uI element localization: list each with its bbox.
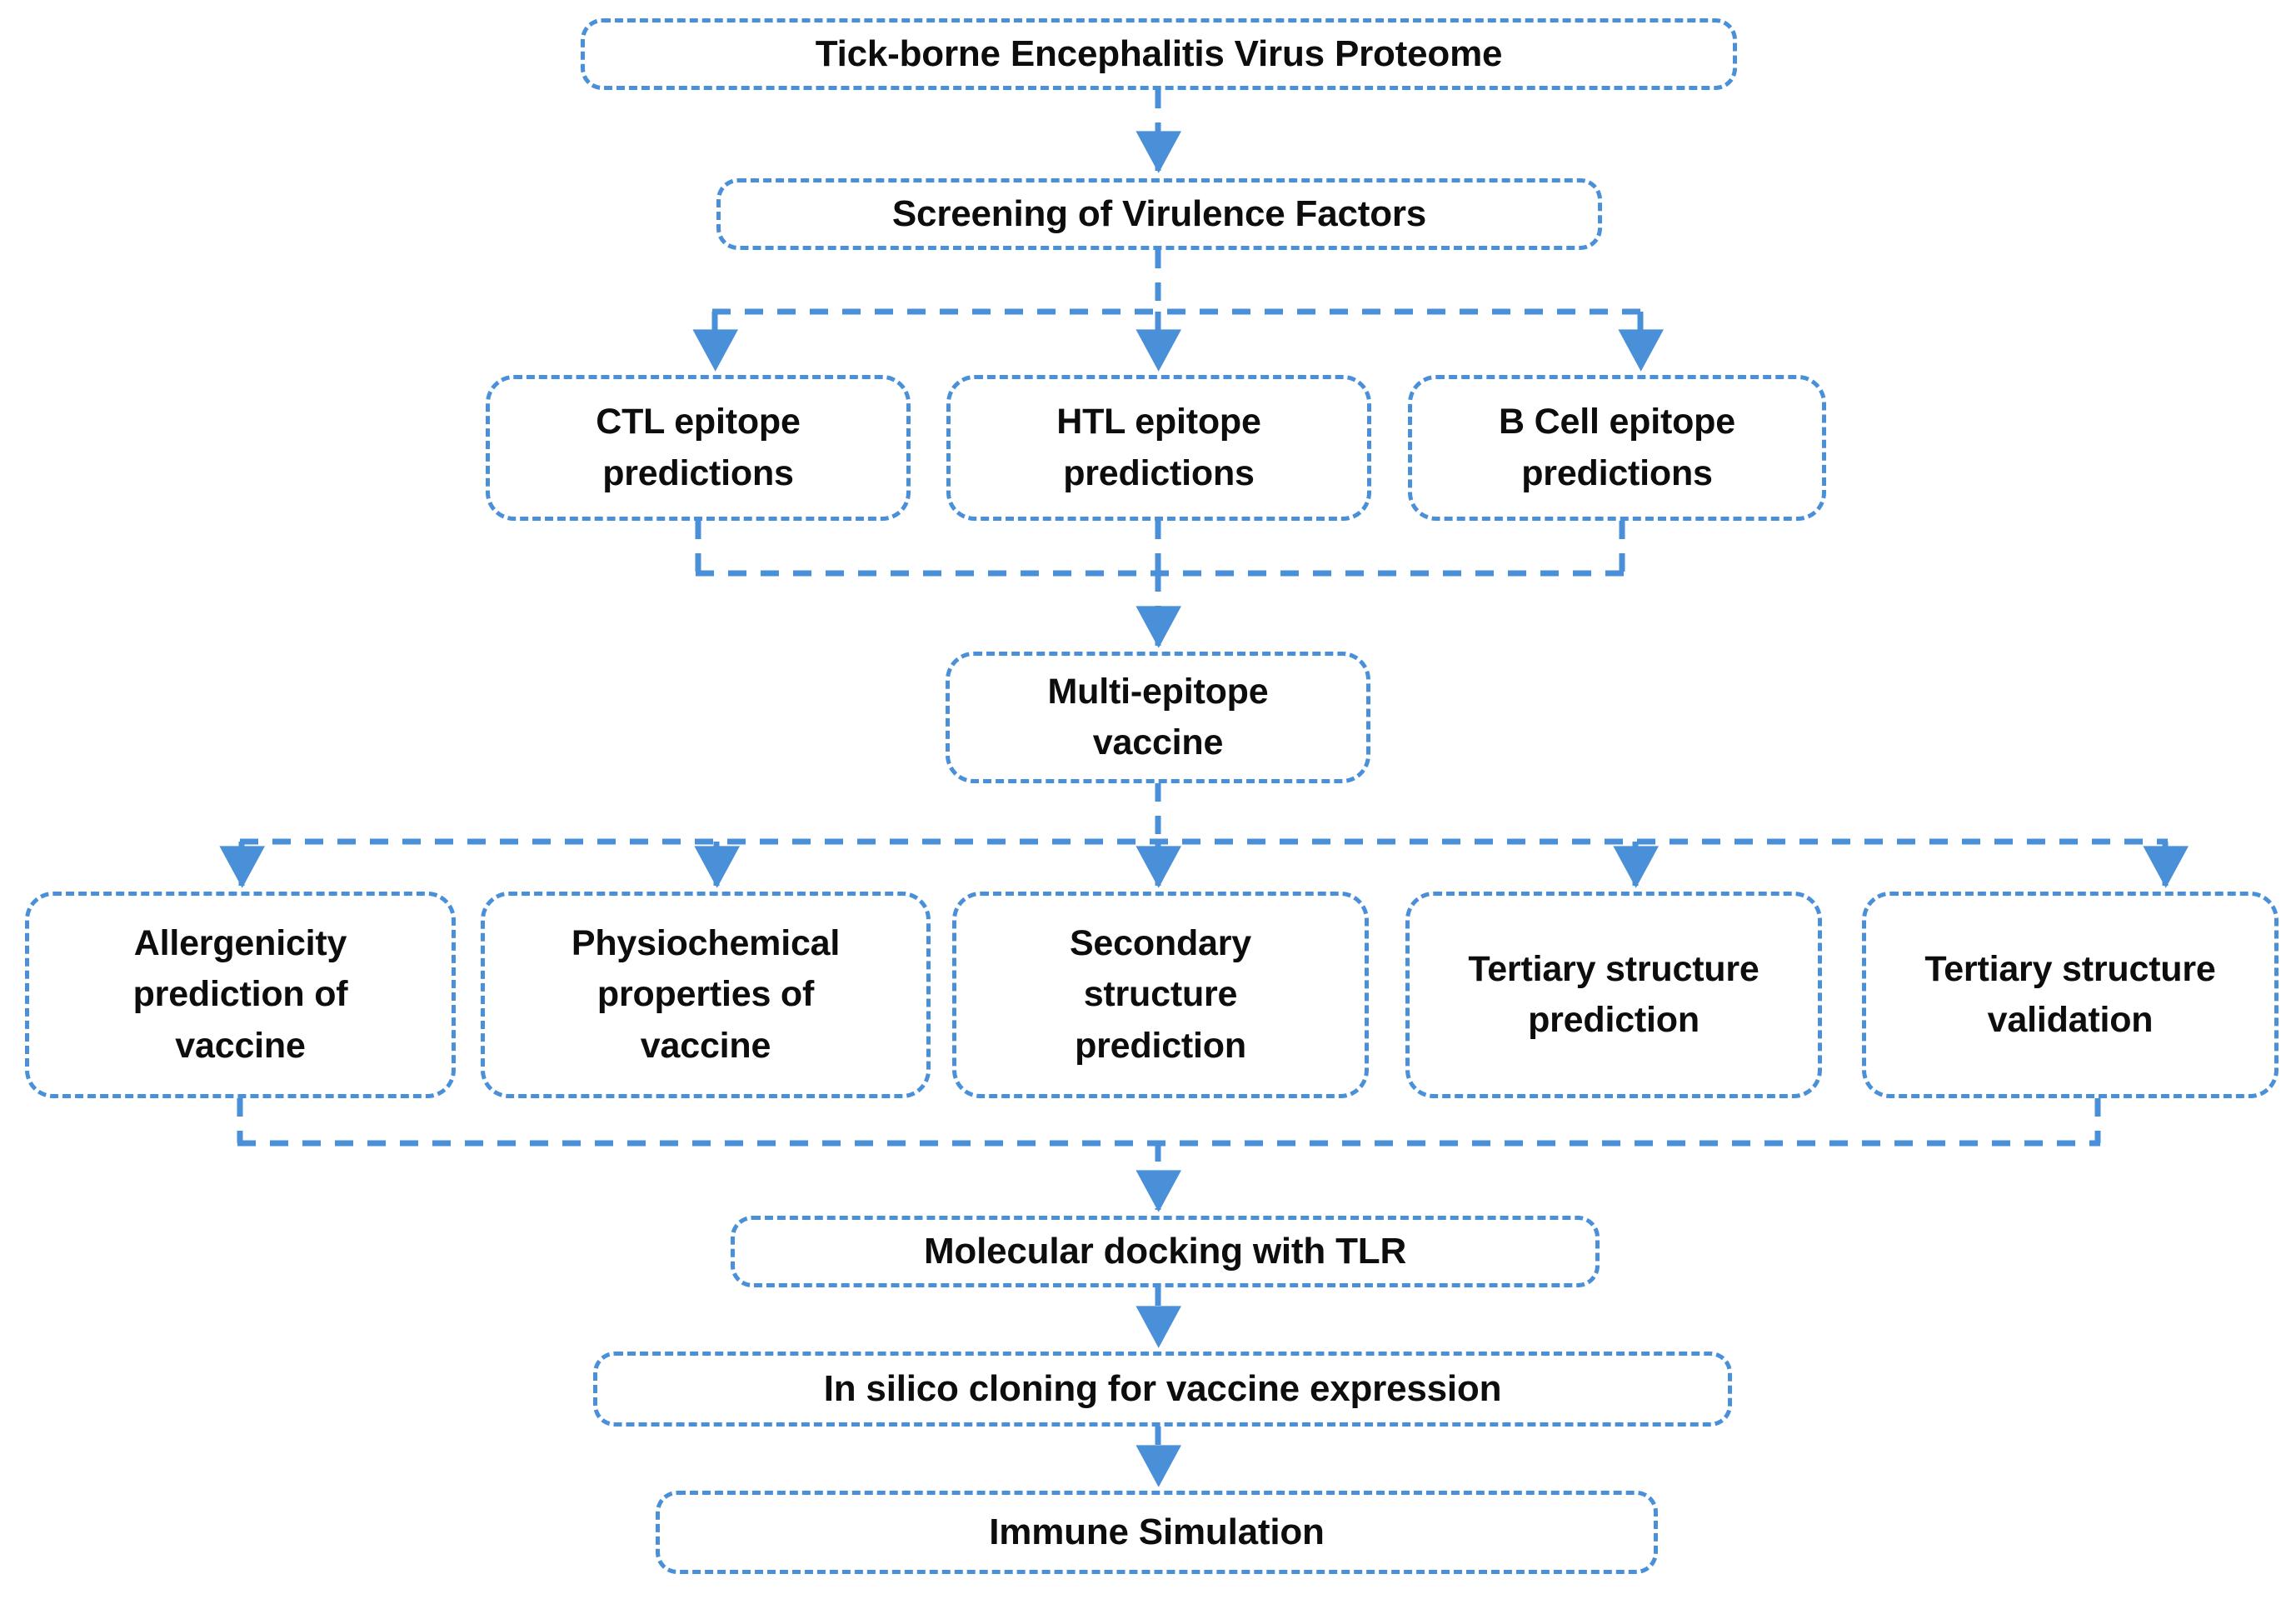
node-proteome[interactable]: Tick-borne Encephalitis Virus Proteome — [581, 18, 1737, 90]
node-tertiary-structure-validation-label: Tertiary structure validation — [1924, 948, 2216, 1040]
node-htl-epitope-label: HTL epitope predictions — [1056, 402, 1261, 493]
node-bcell-epitope[interactable]: B Cell epitope predictions — [1408, 375, 1826, 521]
node-molecular-docking-label: Molecular docking with TLR — [923, 1230, 1407, 1272]
node-multi-epitope-vaccine[interactable]: Multi-epitope vaccine — [946, 652, 1370, 783]
node-tertiary-structure-prediction[interactable]: Tertiary structure prediction — [1405, 892, 1822, 1098]
node-immune-simulation-label: Immune Simulation — [989, 1511, 1325, 1552]
node-molecular-docking[interactable]: Molecular docking with TLR — [731, 1216, 1600, 1287]
node-tertiary-structure-prediction-label: Tertiary structure prediction — [1468, 948, 1759, 1040]
node-physiochemical-properties-label: Physiochemical properties of vaccine — [571, 923, 841, 1066]
node-multi-epitope-vaccine-label: Multi-epitope vaccine — [1047, 671, 1269, 762]
node-allergenicity-prediction-label: Allergenicity prediction of vaccine — [132, 923, 348, 1066]
node-allergenicity-prediction[interactable]: Allergenicity prediction of vaccine — [25, 892, 456, 1098]
node-htl-epitope[interactable]: HTL epitope predictions — [946, 375, 1371, 521]
node-proteome-label: Tick-borne Encephalitis Virus Proteome — [815, 32, 1503, 74]
node-secondary-structure-prediction[interactable]: Secondary structure prediction — [952, 892, 1369, 1098]
node-physiochemical-properties[interactable]: Physiochemical properties of vaccine — [481, 892, 931, 1098]
node-immune-simulation[interactable]: Immune Simulation — [656, 1491, 1658, 1574]
node-screening[interactable]: Screening of Virulence Factors — [716, 178, 1602, 250]
node-ctl-epitope[interactable]: CTL epitope predictions — [486, 375, 911, 521]
node-screening-label: Screening of Virulence Factors — [891, 192, 1427, 234]
node-tertiary-structure-validation[interactable]: Tertiary structure validation — [1862, 892, 2279, 1098]
node-secondary-structure-prediction-label: Secondary structure prediction — [1069, 923, 1252, 1066]
node-ctl-epitope-label: CTL epitope predictions — [596, 402, 801, 493]
node-bcell-epitope-label: B Cell epitope predictions — [1499, 402, 1735, 493]
node-in-silico-cloning[interactable]: In silico cloning for vaccine expression — [593, 1352, 1732, 1427]
node-in-silico-cloning-label: In silico cloning for vaccine expression — [823, 1367, 1502, 1409]
